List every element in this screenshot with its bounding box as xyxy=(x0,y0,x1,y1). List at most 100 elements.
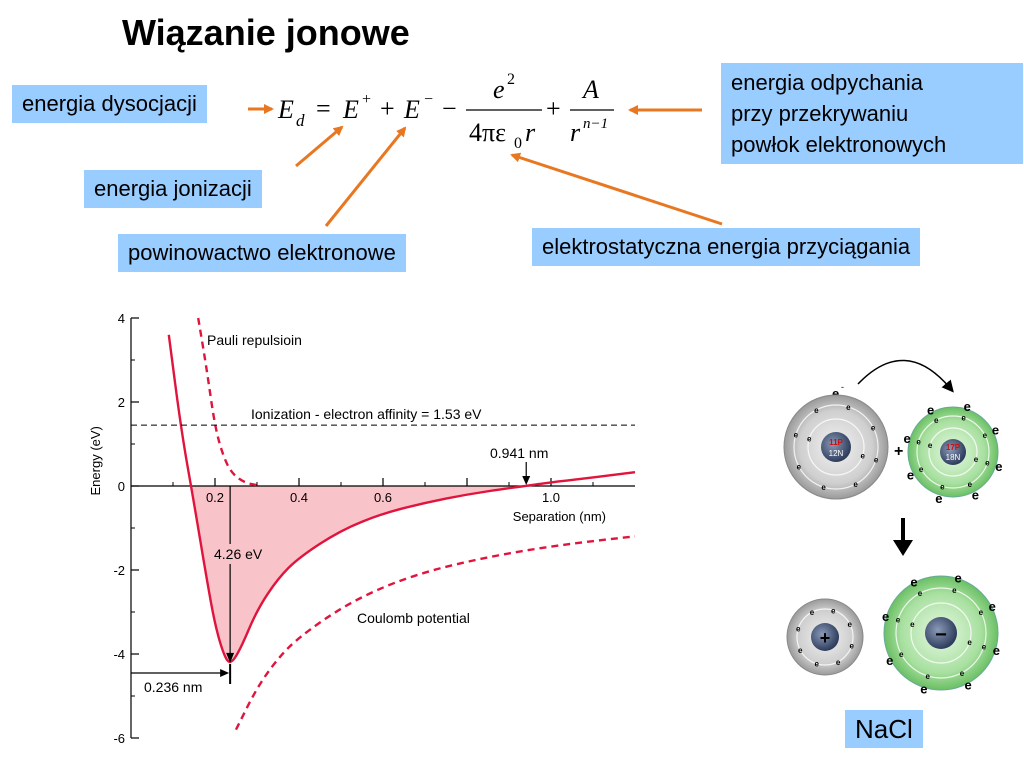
eq-frac1-den-tail: r xyxy=(525,118,536,147)
cl-electron: e xyxy=(992,423,999,438)
cl-electron: e xyxy=(904,431,911,446)
eq-plus-2: + xyxy=(546,94,561,123)
series-pauli-repulsion xyxy=(197,317,258,487)
na-electron: e xyxy=(861,451,866,460)
cl-electron: e xyxy=(983,431,988,440)
na-ion-electron: e xyxy=(798,646,803,655)
na-electron: e xyxy=(807,435,812,444)
cl-ion-electron: e xyxy=(955,571,962,586)
cl-electron: e xyxy=(919,465,924,474)
label-repulsion: energia odpychania przy przekrywaniu pow… xyxy=(721,63,1023,164)
eq-frac2-exp: n−1 xyxy=(583,116,608,132)
label-affinity: powinowactwo elektronowe xyxy=(118,234,406,272)
x-tick-label: 0.4 xyxy=(290,490,308,505)
page-title: Wiązanie jonowe xyxy=(122,12,410,53)
na-ion: + xyxy=(786,598,864,676)
eq-e-minus: E xyxy=(403,95,420,124)
arrow-0236-head xyxy=(220,669,230,677)
arrow-electrostatic xyxy=(510,152,723,226)
na-ion-electron: e xyxy=(850,641,855,650)
cl-ion-electron: e xyxy=(989,599,996,614)
na-electron: e xyxy=(794,431,799,440)
eq-frac1-den-sub: 0 xyxy=(514,135,522,152)
cl-core-n: 18N xyxy=(946,453,961,462)
cl-electron: e xyxy=(964,399,971,414)
na-ion-electron: e xyxy=(796,625,801,634)
eq-frac2-num: A xyxy=(581,75,599,104)
arrow-affinity xyxy=(324,126,407,227)
label-ionization: energia jonizacji xyxy=(84,170,262,208)
label-426-bg xyxy=(211,544,271,564)
electron-transfer-label: e xyxy=(832,386,839,401)
eq-e-minus-sup: − xyxy=(424,91,433,108)
na-ion-electron: e xyxy=(814,660,819,669)
cl-electron: e xyxy=(968,480,973,489)
cl-ion-electron: e xyxy=(979,608,984,617)
y-tick-label: -6 xyxy=(113,731,125,746)
label-repulsion-line-1: energia odpychania xyxy=(731,70,924,95)
electron-transfer-sup: - xyxy=(841,382,844,392)
label-repulsion-line-2: przy przekrywaniu xyxy=(731,101,909,126)
cl-ion-electron: e xyxy=(882,609,889,624)
y-tick-label: -4 xyxy=(113,647,125,662)
x-tick-label: 0.6 xyxy=(374,490,392,505)
cl-ion-electron: e xyxy=(920,681,927,696)
y-tick-label: 0 xyxy=(118,479,125,494)
cl-ion-electron: e xyxy=(982,642,987,651)
annotation-0236-nm: 0.236 nm xyxy=(144,679,202,695)
well-fill xyxy=(191,486,527,665)
arrow-ionization xyxy=(295,125,344,168)
eq-frac2-den: r xyxy=(570,118,581,147)
eq-plus-1: + xyxy=(380,94,395,123)
cl-electron: e xyxy=(928,441,933,450)
eq-frac1-den: 4πε xyxy=(469,118,506,147)
cl-ion-electron: e xyxy=(964,677,971,692)
cl-electron: e xyxy=(935,491,942,506)
cl-ion-electron: e xyxy=(967,638,972,647)
na-electron: e xyxy=(846,403,851,412)
eq-equals: = xyxy=(316,94,331,123)
cl-ion-electron: e xyxy=(993,643,1000,658)
cl-ion-electron: e xyxy=(960,669,965,678)
cl-ion-electron: e xyxy=(886,653,893,668)
cl-ion-electron: e xyxy=(918,589,923,598)
y-tick-label: 4 xyxy=(118,311,125,326)
annotation-0941-nm: 0.941 nm xyxy=(490,445,548,461)
na-electron: e xyxy=(871,423,876,432)
cl-electron: e xyxy=(985,459,990,468)
series-total-energy xyxy=(167,334,636,663)
na-electron: e xyxy=(874,455,879,464)
na-ion-electron: e xyxy=(831,606,836,615)
eq-minus: − xyxy=(442,94,457,123)
cl-ion-charge: − xyxy=(935,624,947,646)
nacl-label: NaCl xyxy=(845,710,923,748)
electron-transfer-arrow xyxy=(857,359,954,393)
eq-e-plus: E xyxy=(342,95,359,124)
annotation-coulomb: Coulomb potential xyxy=(357,610,470,626)
cl-electron: e xyxy=(995,459,1002,474)
cl-electron: e xyxy=(916,437,921,446)
y-tick-label: -2 xyxy=(113,563,125,578)
cl-ion-electron: e xyxy=(896,616,901,625)
na-nucleus xyxy=(821,432,851,462)
eq-frac1-num: e xyxy=(493,75,505,104)
eq-e-plus-sup: + xyxy=(362,91,371,108)
cl-ion-electron: e xyxy=(952,586,957,595)
arrow-426-head xyxy=(226,652,235,663)
na-core-p: 11P xyxy=(829,438,843,447)
cl-electron: e xyxy=(961,414,966,423)
plus-sign: + xyxy=(894,443,903,460)
annotation-426-ev: 4.26 eV xyxy=(214,546,263,562)
cl-atom: 17P 18N xyxy=(907,406,999,498)
arrow-0941-head xyxy=(522,476,531,485)
label-repulsion-line-3: powłok elektronowych xyxy=(731,132,947,157)
cl-nucleus xyxy=(940,439,966,465)
cl-electron: e xyxy=(972,487,979,502)
cl-ion-electron: e xyxy=(910,620,915,629)
x-tick-label: 1.0 xyxy=(542,490,560,505)
eq-lhs: E xyxy=(277,95,294,124)
series-coulomb-potential xyxy=(234,535,636,731)
x-tick-label: 0.2 xyxy=(206,490,224,505)
